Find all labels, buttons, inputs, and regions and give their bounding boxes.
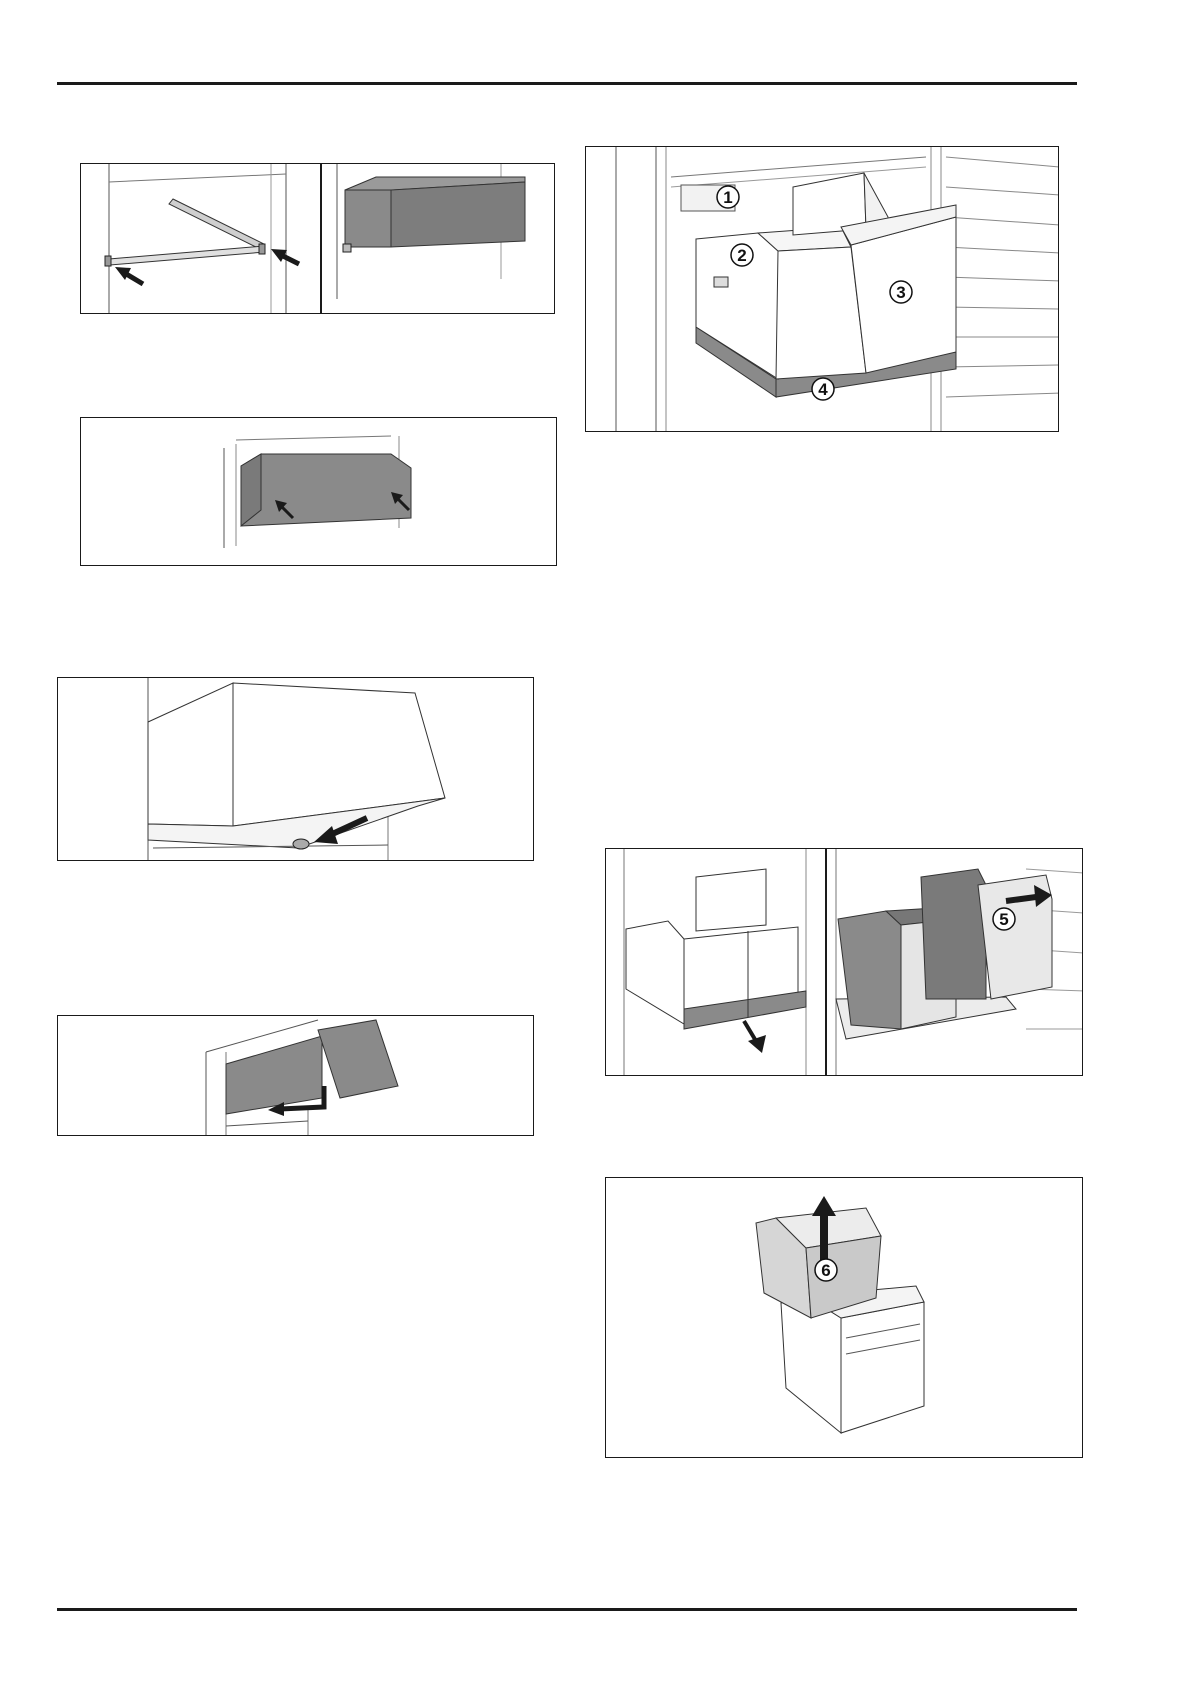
callout-4: 4 (812, 378, 834, 400)
svg-text:3: 3 (896, 283, 905, 302)
figure-bins-overview: 1 2 3 4 (585, 146, 1059, 432)
footer-rule (57, 1608, 1077, 1611)
figure-drawer-tilt (57, 677, 534, 861)
svg-text:2: 2 (737, 246, 746, 265)
callout-6: 6 (815, 1259, 837, 1281)
svg-text:4: 4 (818, 380, 828, 399)
figure-rails-install (80, 163, 555, 314)
svg-text:1: 1 (723, 188, 732, 207)
figure-bins-pull-out: 5 (605, 848, 1083, 1076)
callout-3: 3 (890, 281, 912, 303)
callout-5: 5 (993, 908, 1015, 930)
svg-text:5: 5 (999, 910, 1008, 929)
callout-1: 1 (717, 186, 739, 208)
header-rule (57, 82, 1077, 85)
callout-2: 2 (731, 244, 753, 266)
figure-bin-lift: 6 (605, 1177, 1083, 1458)
figure-drawer-insert (80, 417, 557, 566)
arrow-icon (744, 1021, 766, 1053)
svg-text:6: 6 (821, 1261, 830, 1280)
figure-drawer-remove (57, 1015, 534, 1136)
arrow-icon (115, 267, 143, 284)
arrow-icon (271, 249, 299, 264)
